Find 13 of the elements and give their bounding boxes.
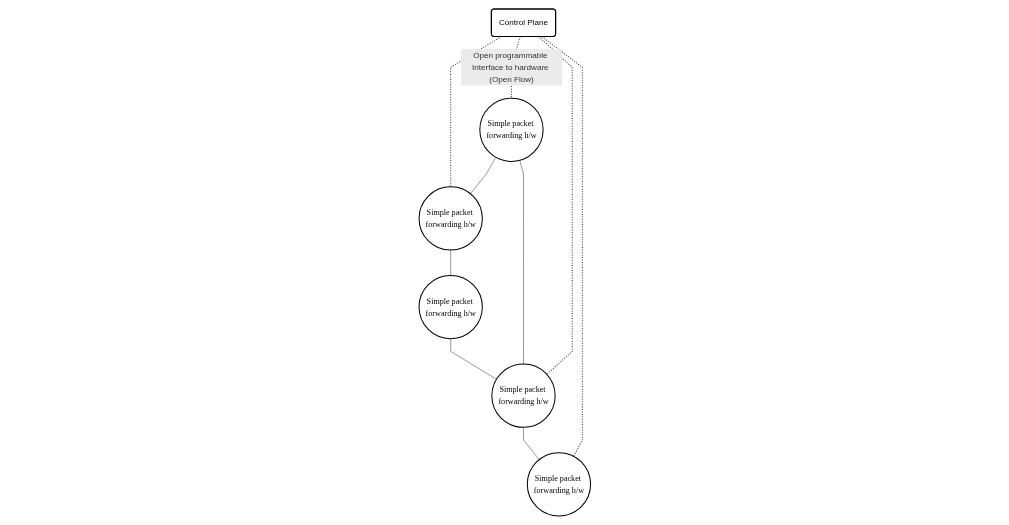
node-circle: Simple packet forwarding h/w	[418, 186, 483, 251]
connector	[519, 160, 524, 365]
connector	[469, 157, 496, 194]
connector	[522, 427, 540, 460]
connector	[450, 338, 497, 380]
node-circle: Simple packet forwarding h/w	[526, 452, 591, 517]
node-circle: Simple packet forwarding h/w	[418, 274, 483, 340]
node-circle: Simple packet forwarding h/w	[479, 97, 544, 162]
node-circle: Simple packet forwarding h/w	[491, 363, 556, 428]
edge-label: Open programmable Interface to hardware (Open Flow)	[471, 50, 549, 84]
connector	[450, 249, 451, 276]
connector	[540, 36, 583, 457]
connector	[537, 36, 573, 375]
